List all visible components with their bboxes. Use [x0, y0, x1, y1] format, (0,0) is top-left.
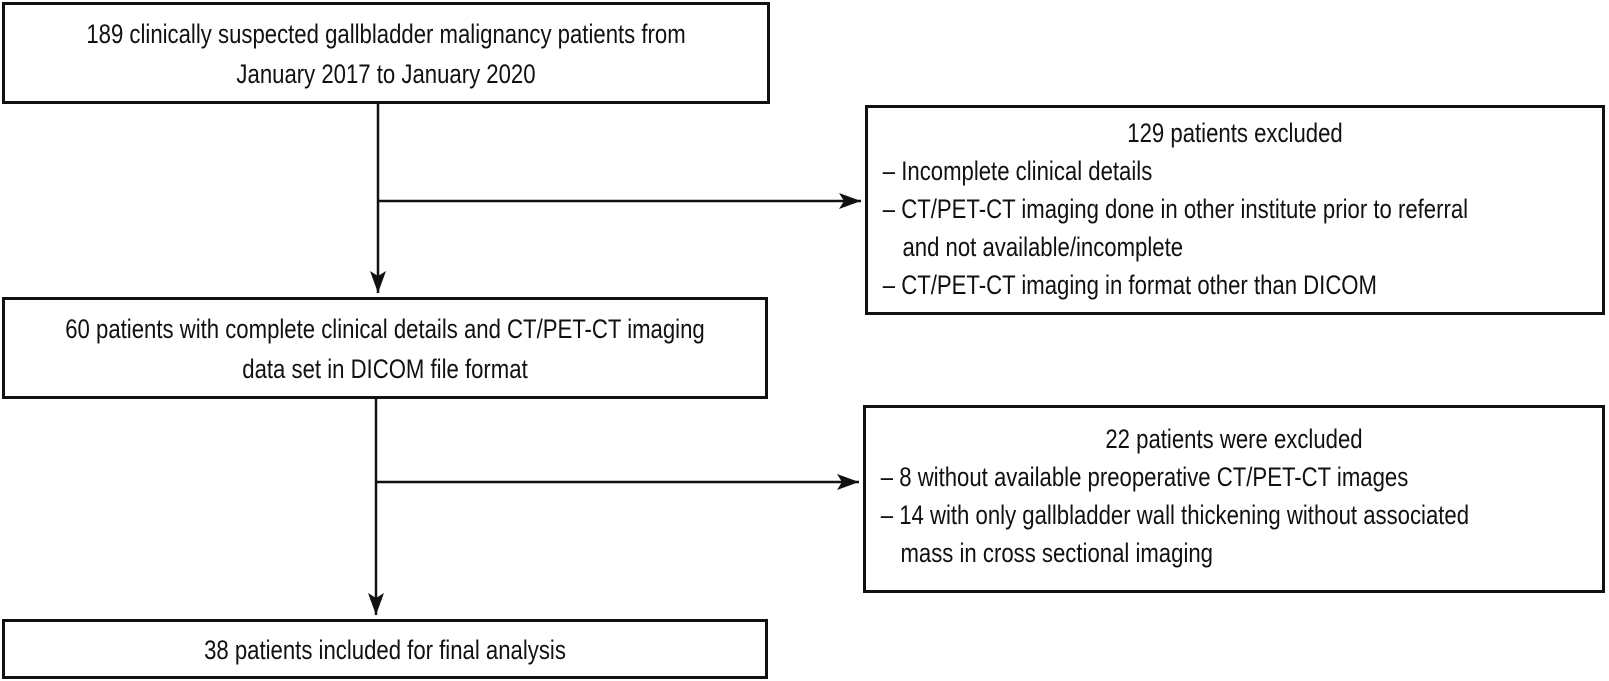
box-initial-patients: 189 clinically suspected gallbladder mal… [2, 2, 770, 104]
box-initial-line2: January 2017 to January 2020 [236, 59, 536, 89]
excluded-22-item2-line2: mass in cross sectional imaging [900, 538, 1213, 568]
excluded-22-item2-line1: – 14 with only gallbladder wall thickeni… [880, 500, 1470, 530]
excluded-129-item1: – Incomplete clinical details [882, 156, 1153, 186]
excluded-129-item3: – CT/PET-CT imaging in format other than… [882, 270, 1377, 300]
box-initial-line1: 189 clinically suspected gallbladder mal… [86, 19, 686, 49]
excluded-22-item1: – 8 without available preoperative CT/PE… [880, 462, 1409, 492]
box-final-analysis: 38 patients included for final analysis [2, 619, 768, 679]
box-complete-text: 60 patients with complete clinical detai… [5, 309, 765, 389]
box-excluded-129-title: 129 patients excluded [1127, 118, 1343, 148]
box-final-line1: 38 patients included for final analysis [204, 635, 566, 665]
box-final-text: 38 patients included for final analysis [5, 630, 765, 670]
excluded-129-item2-line2: and not available/incomplete [902, 232, 1184, 262]
box-excluded-22-title: 22 patients were excluded [1105, 424, 1363, 454]
box-complete-line1: 60 patients with complete clinical detai… [65, 314, 705, 344]
box-excluded-22-text: 22 patients were excluded – 8 without av… [866, 420, 1602, 572]
box-complete-details: 60 patients with complete clinical detai… [2, 297, 768, 399]
box-initial-text: 189 clinically suspected gallbladder mal… [5, 14, 767, 94]
box-excluded-22: 22 patients were excluded – 8 without av… [863, 405, 1605, 593]
box-excluded-129: 129 patients excluded – Incomplete clini… [865, 105, 1605, 315]
box-complete-line2: data set in DICOM file format [242, 354, 528, 384]
box-excluded-129-text: 129 patients excluded – Incomplete clini… [868, 114, 1602, 304]
excluded-129-item2-line1: – CT/PET-CT imaging done in other instit… [882, 194, 1469, 224]
